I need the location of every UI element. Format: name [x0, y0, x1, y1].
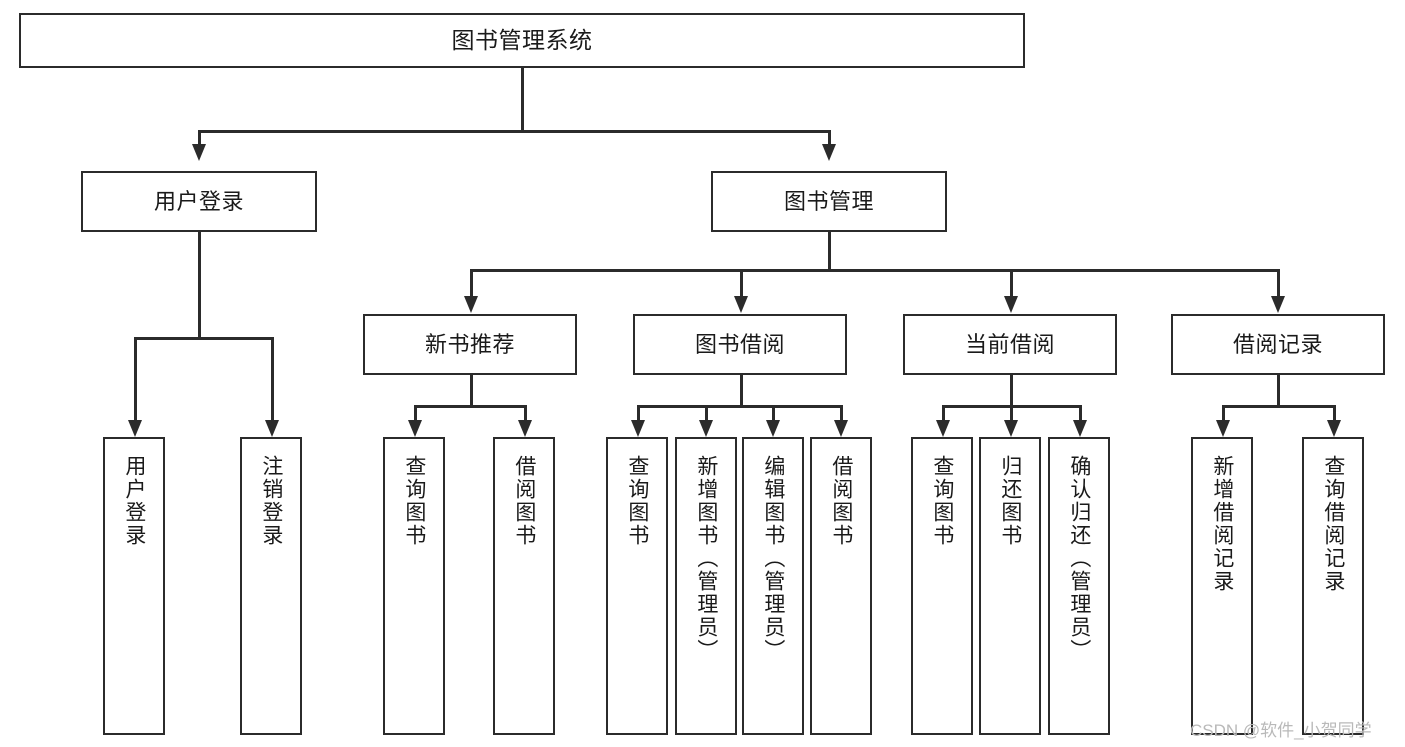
leaf-query-book-current[interactable]: 查询图书 — [911, 437, 973, 735]
connector-book-manage-bus — [470, 269, 1280, 272]
node-label: 查询图书 — [930, 455, 954, 547]
arrow-to-leaf-borrow-book-a — [518, 420, 532, 437]
arrow-to-leaf-logout — [265, 420, 279, 437]
leaf-query-borrow-record[interactable]: 查询借阅记录 — [1302, 437, 1364, 735]
connector-root-bus — [198, 130, 830, 133]
node-book-manage[interactable]: 图书管理 — [711, 171, 947, 232]
connector-book-manage-drop-4 — [1277, 269, 1280, 296]
connector-borrow-record-drop-2 — [1333, 405, 1336, 420]
connector-new-book-drop-1 — [414, 405, 417, 420]
node-label: 新增图书（管理员） — [694, 455, 718, 662]
node-borrow-record[interactable]: 借阅记录 — [1171, 314, 1385, 375]
connector-book-borrow-drop-2 — [705, 405, 708, 420]
connector-current-borrow-stem — [1010, 375, 1013, 407]
connector-user-login-drop-2 — [271, 337, 274, 420]
arrow-to-leaf-add-record — [1216, 420, 1230, 437]
leaf-query-book-borrow[interactable]: 查询图书 — [606, 437, 668, 735]
connector-book-manage-drop-2 — [740, 269, 743, 296]
connector-book-manage-stem — [828, 232, 831, 271]
leaf-user-login[interactable]: 用户登录 — [103, 437, 165, 735]
node-current-borrow[interactable]: 当前借阅 — [903, 314, 1117, 375]
leaf-query-book-new[interactable]: 查询图书 — [383, 437, 445, 735]
arrow-to-leaf-query-book-b — [631, 420, 645, 437]
node-user-login[interactable]: 用户登录 — [81, 171, 317, 232]
connector-user-login-drop-1 — [134, 337, 137, 420]
arrow-to-borrow-record — [1271, 296, 1285, 313]
arrow-to-leaf-user-login — [128, 420, 142, 437]
node-label: 用户登录 — [122, 455, 146, 547]
arrow-to-leaf-query-book-c — [936, 420, 950, 437]
connector-user-login-bus — [134, 337, 273, 340]
connector-root-drop-right — [828, 130, 831, 144]
connector-borrow-record-stem — [1277, 375, 1280, 407]
node-label: 确认归还（管理员） — [1067, 455, 1091, 662]
node-label: 查询借阅记录 — [1321, 455, 1345, 593]
node-label: 用户登录 — [153, 188, 244, 214]
connector-new-book-drop-2 — [524, 405, 527, 420]
leaf-add-book[interactable]: 新增图书（管理员） — [675, 437, 737, 735]
leaf-return-book[interactable]: 归还图书 — [979, 437, 1041, 735]
connector-user-login-stem — [198, 232, 201, 337]
connector-current-borrow-drop-3 — [1079, 405, 1082, 420]
leaf-confirm-return[interactable]: 确认归还（管理员） — [1048, 437, 1110, 735]
node-new-book-recommend[interactable]: 新书推荐 — [363, 314, 577, 375]
node-label: 查询图书 — [625, 455, 649, 547]
leaf-add-borrow-record[interactable]: 新增借阅记录 — [1191, 437, 1253, 735]
node-root-system[interactable]: 图书管理系统 — [19, 13, 1025, 68]
connector-borrow-record-drop-1 — [1222, 405, 1225, 420]
connector-book-borrow-stem — [740, 375, 743, 407]
arrow-to-leaf-add-book — [699, 420, 713, 437]
connector-book-borrow-drop-3 — [772, 405, 775, 420]
connector-book-borrow-bus — [637, 405, 843, 408]
arrow-to-leaf-edit-book — [766, 420, 780, 437]
arrow-to-leaf-confirm-return — [1073, 420, 1087, 437]
connector-book-manage-drop-1 — [470, 269, 473, 296]
node-label: 当前借阅 — [964, 331, 1055, 357]
node-label: 图书管理 — [783, 188, 874, 214]
leaf-logout[interactable]: 注销登录 — [240, 437, 302, 735]
arrow-to-book-manage — [822, 144, 836, 161]
node-book-borrow[interactable]: 图书借阅 — [633, 314, 847, 375]
connector-current-borrow-drop-1 — [942, 405, 945, 420]
arrow-to-user-login — [192, 144, 206, 161]
arrow-to-leaf-query-book-a — [408, 420, 422, 437]
node-label: 新增借阅记录 — [1210, 455, 1234, 593]
connector-root-stem — [521, 68, 524, 130]
connector-new-book-bus — [414, 405, 526, 408]
node-label: 借阅图书 — [512, 455, 536, 547]
arrow-to-new-book — [464, 296, 478, 313]
leaf-borrow-book[interactable]: 借阅图书 — [810, 437, 872, 735]
arrow-to-book-borrow — [734, 296, 748, 313]
arrow-to-current-borrow — [1004, 296, 1018, 313]
node-label: 编辑图书（管理员） — [761, 455, 785, 662]
leaf-edit-book[interactable]: 编辑图书（管理员） — [742, 437, 804, 735]
node-label: 归还图书 — [998, 455, 1022, 547]
node-label: 注销登录 — [259, 455, 283, 547]
connector-book-borrow-drop-1 — [637, 405, 640, 420]
connector-book-manage-drop-3 — [1010, 269, 1013, 296]
watermark: CSDN @软件_小贺同学 — [1190, 721, 1372, 740]
connector-book-borrow-drop-4 — [840, 405, 843, 420]
node-label: 图书借阅 — [694, 331, 785, 357]
connector-root-drop-left — [198, 130, 201, 144]
node-label: 图书管理系统 — [451, 27, 593, 54]
arrow-to-leaf-return-book — [1004, 420, 1018, 437]
connector-borrow-record-bus — [1222, 405, 1335, 408]
node-label: 新书推荐 — [424, 331, 515, 357]
node-label: 借阅记录 — [1232, 331, 1323, 357]
connector-current-borrow-drop-2 — [1010, 405, 1013, 420]
node-label: 查询图书 — [402, 455, 426, 547]
arrow-to-leaf-borrow-book-b — [834, 420, 848, 437]
node-label: 借阅图书 — [829, 455, 853, 547]
arrow-to-leaf-query-record — [1327, 420, 1341, 437]
connector-new-book-stem — [470, 375, 473, 407]
leaf-borrow-book-new[interactable]: 借阅图书 — [493, 437, 555, 735]
